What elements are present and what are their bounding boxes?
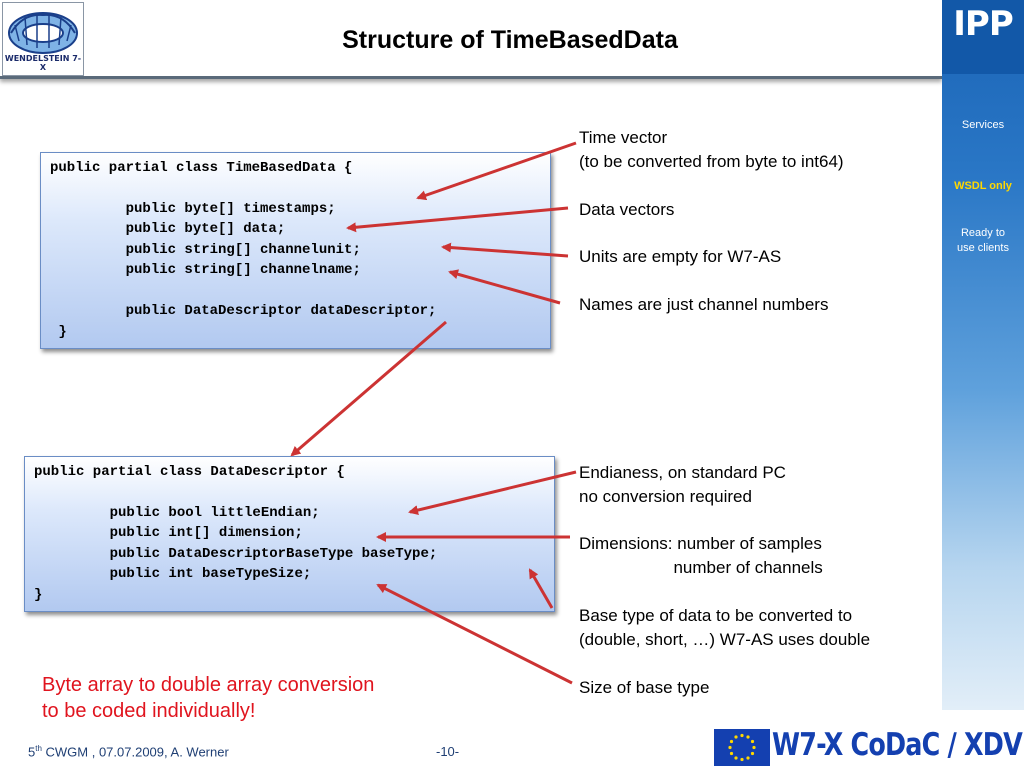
code-line: } <box>34 587 43 603</box>
wendelstein-logo: WENDELSTEIN 7-X <box>2 2 84 76</box>
codac-banner: W7-X CoDaC / XDV <box>772 727 1023 763</box>
annotation-size-of-base-type: Size of base type <box>579 678 710 697</box>
code-line: public byte[] timestamps; <box>50 201 336 217</box>
arrow-timestamps <box>416 141 577 201</box>
arrow-channelunit <box>441 242 569 258</box>
annotation-units: Units are empty for W7-AS <box>579 247 782 266</box>
arrow-basetypesize <box>376 583 573 685</box>
code-block-datadescriptor: public partial class DataDescriptor { pu… <box>24 456 555 612</box>
ipp-logo: IPP <box>942 0 1024 74</box>
code-block-timebaseddata: public partial class TimeBasedData { pub… <box>40 152 551 349</box>
eu-stars-icon <box>728 733 756 762</box>
annotation-endianess: Endianess, on standard PC no conversion … <box>579 463 786 506</box>
code-line: public int baseTypeSize; <box>34 566 312 582</box>
stellarator-icon <box>8 12 78 54</box>
sidebar-item-services[interactable]: Services <box>961 119 1005 131</box>
conversion-note: Byte array to double array conversion to… <box>42 672 374 724</box>
code-line: public DataDescriptorBaseType baseType; <box>34 546 438 562</box>
footer-ordinal-suffix: th <box>35 744 42 753</box>
code-line: public string[] channelname; <box>50 262 361 278</box>
code-line: public partial class DataDescriptor { <box>34 464 345 480</box>
code-line: public bool littleEndian; <box>34 505 320 521</box>
footer-ordinal: 5 <box>28 744 36 760</box>
code-line: public int[] dimension; <box>34 525 303 541</box>
annotation-base-type: Base type of data to be converted to (do… <box>579 606 871 649</box>
ipp-logo-text: IPP <box>953 4 1014 44</box>
conversion-note-line-1: Byte array to double array conversion <box>42 674 375 696</box>
page-title: Structure of TimeBasedData <box>342 26 678 54</box>
header-bar: WENDELSTEIN 7-X Structure of TimeBasedDa… <box>0 0 942 79</box>
logo-caption: WENDELSTEIN 7-X <box>4 54 82 72</box>
sidebar-item-wsdl-only[interactable]: WSDL only <box>954 180 1012 192</box>
code-line: } <box>50 324 67 340</box>
footer-event-text: CWGM , 07.07.2009, A. Werner <box>41 744 229 760</box>
annotation-names: Names are just channel numbers <box>579 295 829 314</box>
sidebar: IPP Services WSDL only Ready to use clie… <box>942 0 1024 710</box>
code-line: public byte[] data; <box>50 221 286 237</box>
annotation-dimensions: Dimensions: number of samples number of … <box>579 534 823 577</box>
arrow-channelname <box>448 269 561 305</box>
code-line: public partial class TimeBasedData { <box>50 160 353 176</box>
page-number: -10- <box>436 744 460 759</box>
code-line: public DataDescriptor dataDescriptor; <box>50 303 437 319</box>
eu-flag-icon <box>714 729 770 766</box>
annotation-arrows <box>290 141 577 685</box>
annotation-time-vector: Time vector (to be converted from byte t… <box>579 128 844 171</box>
footer-event: 5th CWGM , 07.07.2009, A. Werner <box>28 744 229 759</box>
arrow-datadescriptor <box>290 320 447 457</box>
annotation-data-vectors: Data vectors <box>579 200 675 219</box>
arrow-basetype <box>528 568 554 609</box>
arrow-data <box>346 206 569 233</box>
arrow-littleendian <box>408 470 577 515</box>
sidebar-item-ready-to-use-clients[interactable]: Ready to use clients <box>957 227 1009 254</box>
code-line: public string[] channelunit; <box>50 242 361 258</box>
conversion-note-line-2: to be coded individually! <box>42 700 256 722</box>
